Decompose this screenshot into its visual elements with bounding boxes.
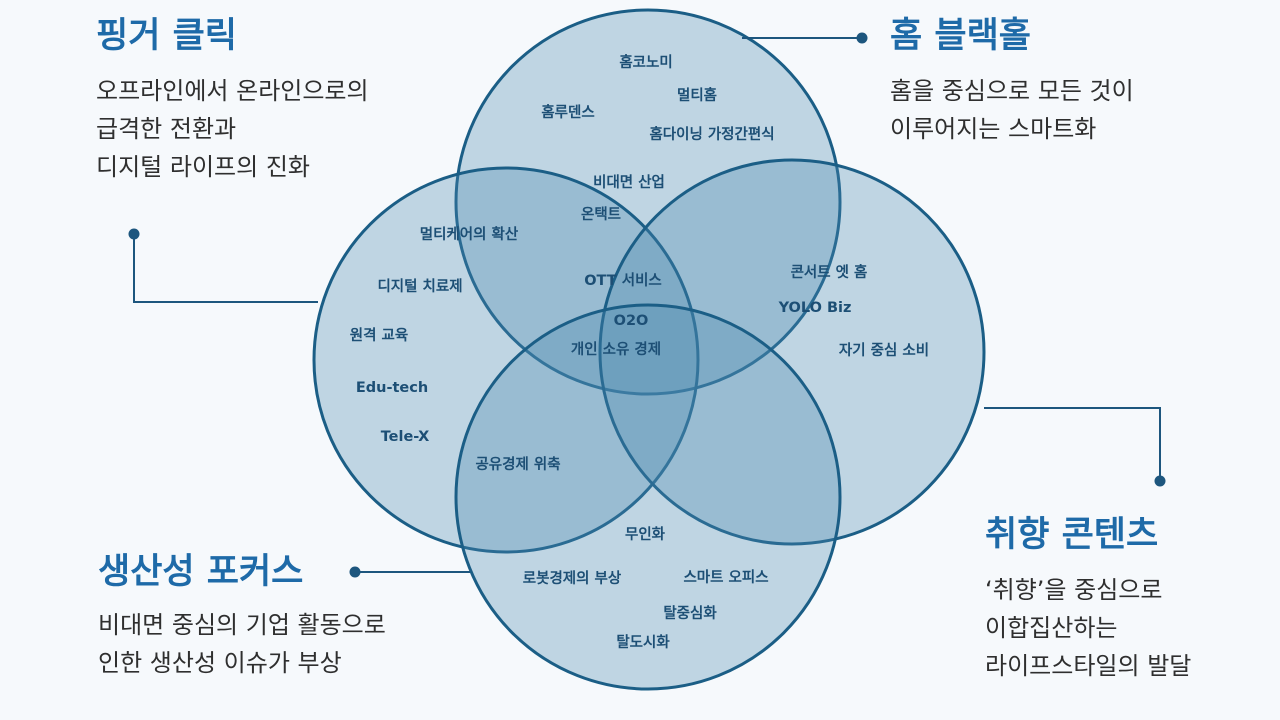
- desc-line: ‘취향’을 중심으로: [985, 576, 1163, 604]
- desc-line: 오프라인에서 온라인으로의: [96, 77, 369, 105]
- connector-dot-finger-click: [128, 228, 140, 240]
- desc-line: 라이프스타일의 발달: [985, 652, 1192, 680]
- block-desc-taste-content: ‘취향’을 중심으로 이합집산하는 라이프스타일의 발달: [985, 571, 1191, 685]
- circle-productivity-focus: [454, 303, 842, 691]
- term-telex: Tele-X: [381, 429, 430, 445]
- term-o2o: O2O: [614, 313, 649, 329]
- desc-line: 인한 생산성 이슈가 부상: [98, 649, 342, 677]
- block-home-blackhole: 홈 블랙홀 홈을 중심으로 모든 것이 이루어지는 스마트화: [890, 14, 1134, 148]
- term-unmanned: 무인화: [625, 525, 666, 543]
- block-desc-productivity-focus: 비대면 중심의 기업 활동으로 인한 생산성 이슈가 부상: [98, 606, 386, 682]
- desc-line: 이루어지는 스마트화: [890, 115, 1097, 143]
- term-untact-industry: 비대면 산업: [593, 174, 665, 191]
- term-personal-own: 개인 소유 경제: [571, 340, 661, 358]
- block-productivity-focus: 생산성 포커스 비대면 중심의 기업 활동으로 인한 생산성 이슈가 부상: [98, 550, 386, 682]
- term-home-dense: 홈루덴스: [541, 103, 594, 121]
- term-yolo: YOLO Biz: [778, 300, 852, 316]
- desc-line: 급격한 전환과: [96, 115, 237, 143]
- block-taste-content: 취향 콘텐츠 ‘취향’을 중심으로 이합집산하는 라이프스타일의 발달: [985, 513, 1191, 685]
- connector-finger-click: [133, 234, 318, 303]
- desc-line: 디지털 라이프의 진화: [96, 153, 310, 181]
- block-title-taste-content: 취향 콘텐츠: [985, 515, 1159, 555]
- connector-dot-productivity-focus: [349, 566, 361, 578]
- term-sharing: 공유경제 위축: [475, 455, 560, 473]
- connector-taste-content: [984, 407, 1161, 481]
- term-multicare: 멀티케어의 확산: [420, 225, 519, 243]
- term-edutech: Edu-tech: [356, 380, 428, 396]
- circle-taste-content: [598, 158, 986, 546]
- term-decentral: 탈중심화: [663, 605, 717, 622]
- block-desc-finger-click: 오프라인에서 온라인으로의 급격한 전환과 디지털 라이프의 진화: [96, 72, 369, 186]
- term-concert: 콘서트 엣 홈: [791, 263, 868, 281]
- block-desc-home-blackhole: 홈을 중심으로 모든 것이 이루어지는 스마트화: [890, 72, 1134, 148]
- term-deurban: 탈도시화: [616, 634, 670, 651]
- block-title-home-blackhole: 홈 블랙홀: [890, 16, 1031, 56]
- term-smart-office: 스마트 오피스: [683, 569, 768, 586]
- circle-home-blackhole: [454, 8, 842, 396]
- desc-line: 홈을 중심으로 모든 것이: [890, 77, 1134, 105]
- block-finger-click: 핑거 클릭 오프라인에서 온라인으로의 급격한 전환과 디지털 라이프의 진화: [96, 14, 369, 186]
- connector-dot-taste-content: [1154, 475, 1166, 487]
- term-robot: 로봇경제의 부상: [523, 569, 622, 587]
- term-multi-home: 멀티홈: [677, 86, 717, 104]
- desc-line: 비대면 중심의 기업 활동으로: [98, 611, 386, 639]
- term-self-consume: 자기 중심 소비: [839, 342, 929, 359]
- desc-line: 이합집산하는: [985, 614, 1118, 642]
- connector-dot-home-blackhole: [856, 32, 868, 44]
- term-ontact: 온택트: [581, 205, 621, 223]
- term-digital-therapy: 디지털 치료제: [377, 277, 462, 295]
- term-home-dining: 홈다이닝 가정간편식: [649, 125, 774, 143]
- circle-finger-click: [312, 166, 700, 554]
- term-home-economy: 홈코노미: [619, 53, 672, 71]
- term-ott: OTT 서비스: [584, 272, 662, 289]
- block-title-finger-click: 핑거 클릭: [96, 16, 237, 56]
- block-title-productivity-focus: 생산성 포커스: [98, 552, 304, 592]
- term-remote-edu: 원격 교육: [350, 326, 408, 344]
